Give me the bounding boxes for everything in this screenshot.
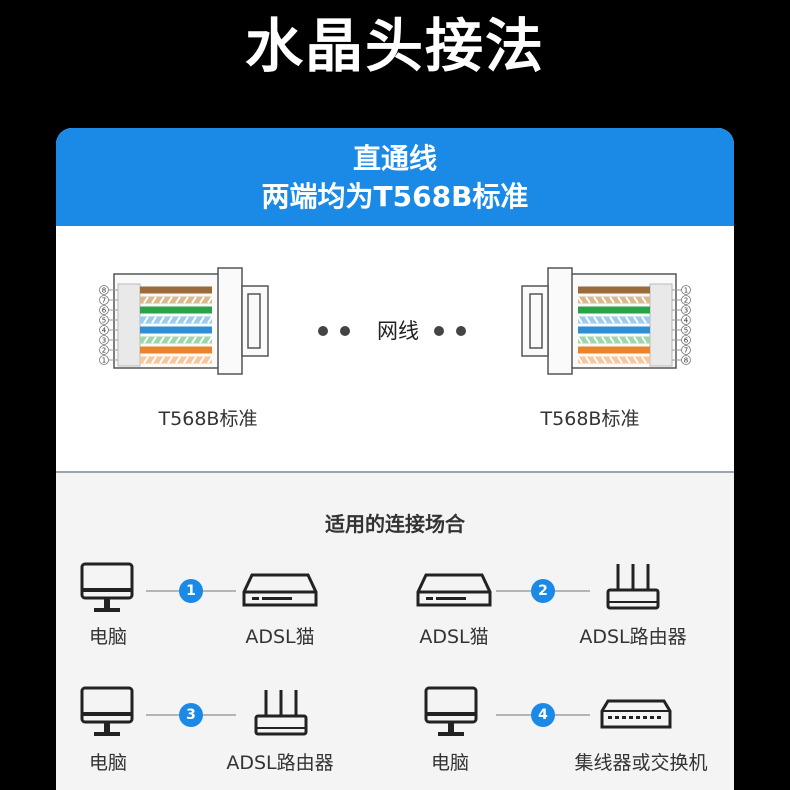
wire <box>578 296 650 304</box>
monitor-icon <box>424 686 478 736</box>
pin-marker <box>681 315 691 325</box>
pin-number: 3 <box>102 337 106 345</box>
cable-label: 网线 <box>316 314 476 348</box>
modem-icon <box>242 573 318 607</box>
pin-number: 5 <box>102 317 106 325</box>
uses-title: 适用的连接场合 <box>325 512 465 536</box>
pin-marker <box>99 285 109 295</box>
page-title: 水晶头接法 <box>244 12 545 80</box>
use-case-number: 2 <box>531 579 555 603</box>
use-case-number: 1 <box>179 579 203 603</box>
right-connector-caption: T568B标准 <box>540 408 640 430</box>
modem-icon <box>416 573 492 607</box>
wire <box>140 346 212 354</box>
pin-number: 2 <box>102 347 106 355</box>
pin-number: 8 <box>684 357 688 365</box>
device-label: 集线器或交换机 <box>574 752 708 774</box>
wire <box>578 336 650 344</box>
pin-number: 1 <box>684 287 688 295</box>
wire <box>140 336 212 344</box>
pin-number: 2 <box>684 297 688 305</box>
dot-icon <box>340 326 350 336</box>
pin-marker <box>681 305 691 315</box>
section-divider <box>56 471 734 473</box>
pin-marker <box>99 315 109 325</box>
pin-number: 4 <box>684 317 689 325</box>
pin-marker <box>99 345 109 355</box>
use-case-number: 3 <box>179 703 203 727</box>
pin-number: 8 <box>102 287 106 295</box>
pin-marker <box>99 335 109 345</box>
device-label: ADSL猫 <box>419 626 489 648</box>
cable-label-text: 网线 <box>377 319 419 343</box>
wire <box>140 296 212 304</box>
monitor-icon <box>80 686 134 736</box>
router-icon <box>606 564 660 610</box>
rj45-connector-right: 1 2 3 4 5 6 7 8 <box>521 267 691 375</box>
device-label: 电脑 <box>430 752 469 774</box>
device-label: 电脑 <box>88 752 127 774</box>
left-connector-caption: T568B标准 <box>158 408 258 430</box>
wire <box>140 306 212 314</box>
wiring-card: 直通线 两端均为T568B标准 8 7 6 5 4 3 2 1 T568B标准 网线 1 2 3 4… <box>56 128 734 790</box>
pin-marker <box>99 295 109 305</box>
dot-icon <box>318 326 328 336</box>
pin-marker <box>99 355 109 365</box>
pin-marker <box>681 285 691 295</box>
wire <box>578 356 650 364</box>
pin-number: 5 <box>684 327 688 335</box>
pin-number: 6 <box>684 337 689 345</box>
rj45-connector-left: 8 7 6 5 4 3 2 1 <box>99 267 269 375</box>
wire <box>578 326 650 334</box>
device-label: ADSL路由器 <box>579 626 687 648</box>
wire <box>578 286 650 294</box>
wire <box>578 316 650 324</box>
pin-marker <box>681 295 691 305</box>
pin-number: 3 <box>684 307 688 315</box>
pin-number: 7 <box>102 297 106 305</box>
device-label: ADSL猫 <box>245 626 315 648</box>
header-line-1: 直通线 <box>352 142 437 175</box>
wire <box>140 356 212 364</box>
wire <box>140 286 212 294</box>
device-label: ADSL路由器 <box>226 752 334 774</box>
switch-icon <box>600 699 672 729</box>
wire <box>578 306 650 314</box>
pin-number: 4 <box>102 327 107 335</box>
pin-marker <box>681 345 691 355</box>
use-case-number: 4 <box>531 703 555 727</box>
monitor-icon <box>80 562 134 612</box>
pin-number: 6 <box>102 307 107 315</box>
card-header: 直通线 两端均为T568B标准 <box>56 128 734 226</box>
pin-marker <box>99 305 109 315</box>
dot-icon <box>456 326 466 336</box>
wire <box>140 326 212 334</box>
dot-icon <box>434 326 444 336</box>
wire <box>140 316 212 324</box>
pin-marker <box>681 355 691 365</box>
pin-number: 7 <box>684 347 688 355</box>
pin-marker <box>681 335 691 345</box>
device-label: 电脑 <box>88 626 127 648</box>
uses-section <box>56 473 734 790</box>
router-icon <box>254 690 308 736</box>
pin-marker <box>681 325 691 335</box>
wire <box>578 346 650 354</box>
pin-number: 1 <box>102 357 106 365</box>
pin-marker <box>99 325 109 335</box>
header-line-2: 两端均为T568B标准 <box>261 180 529 213</box>
